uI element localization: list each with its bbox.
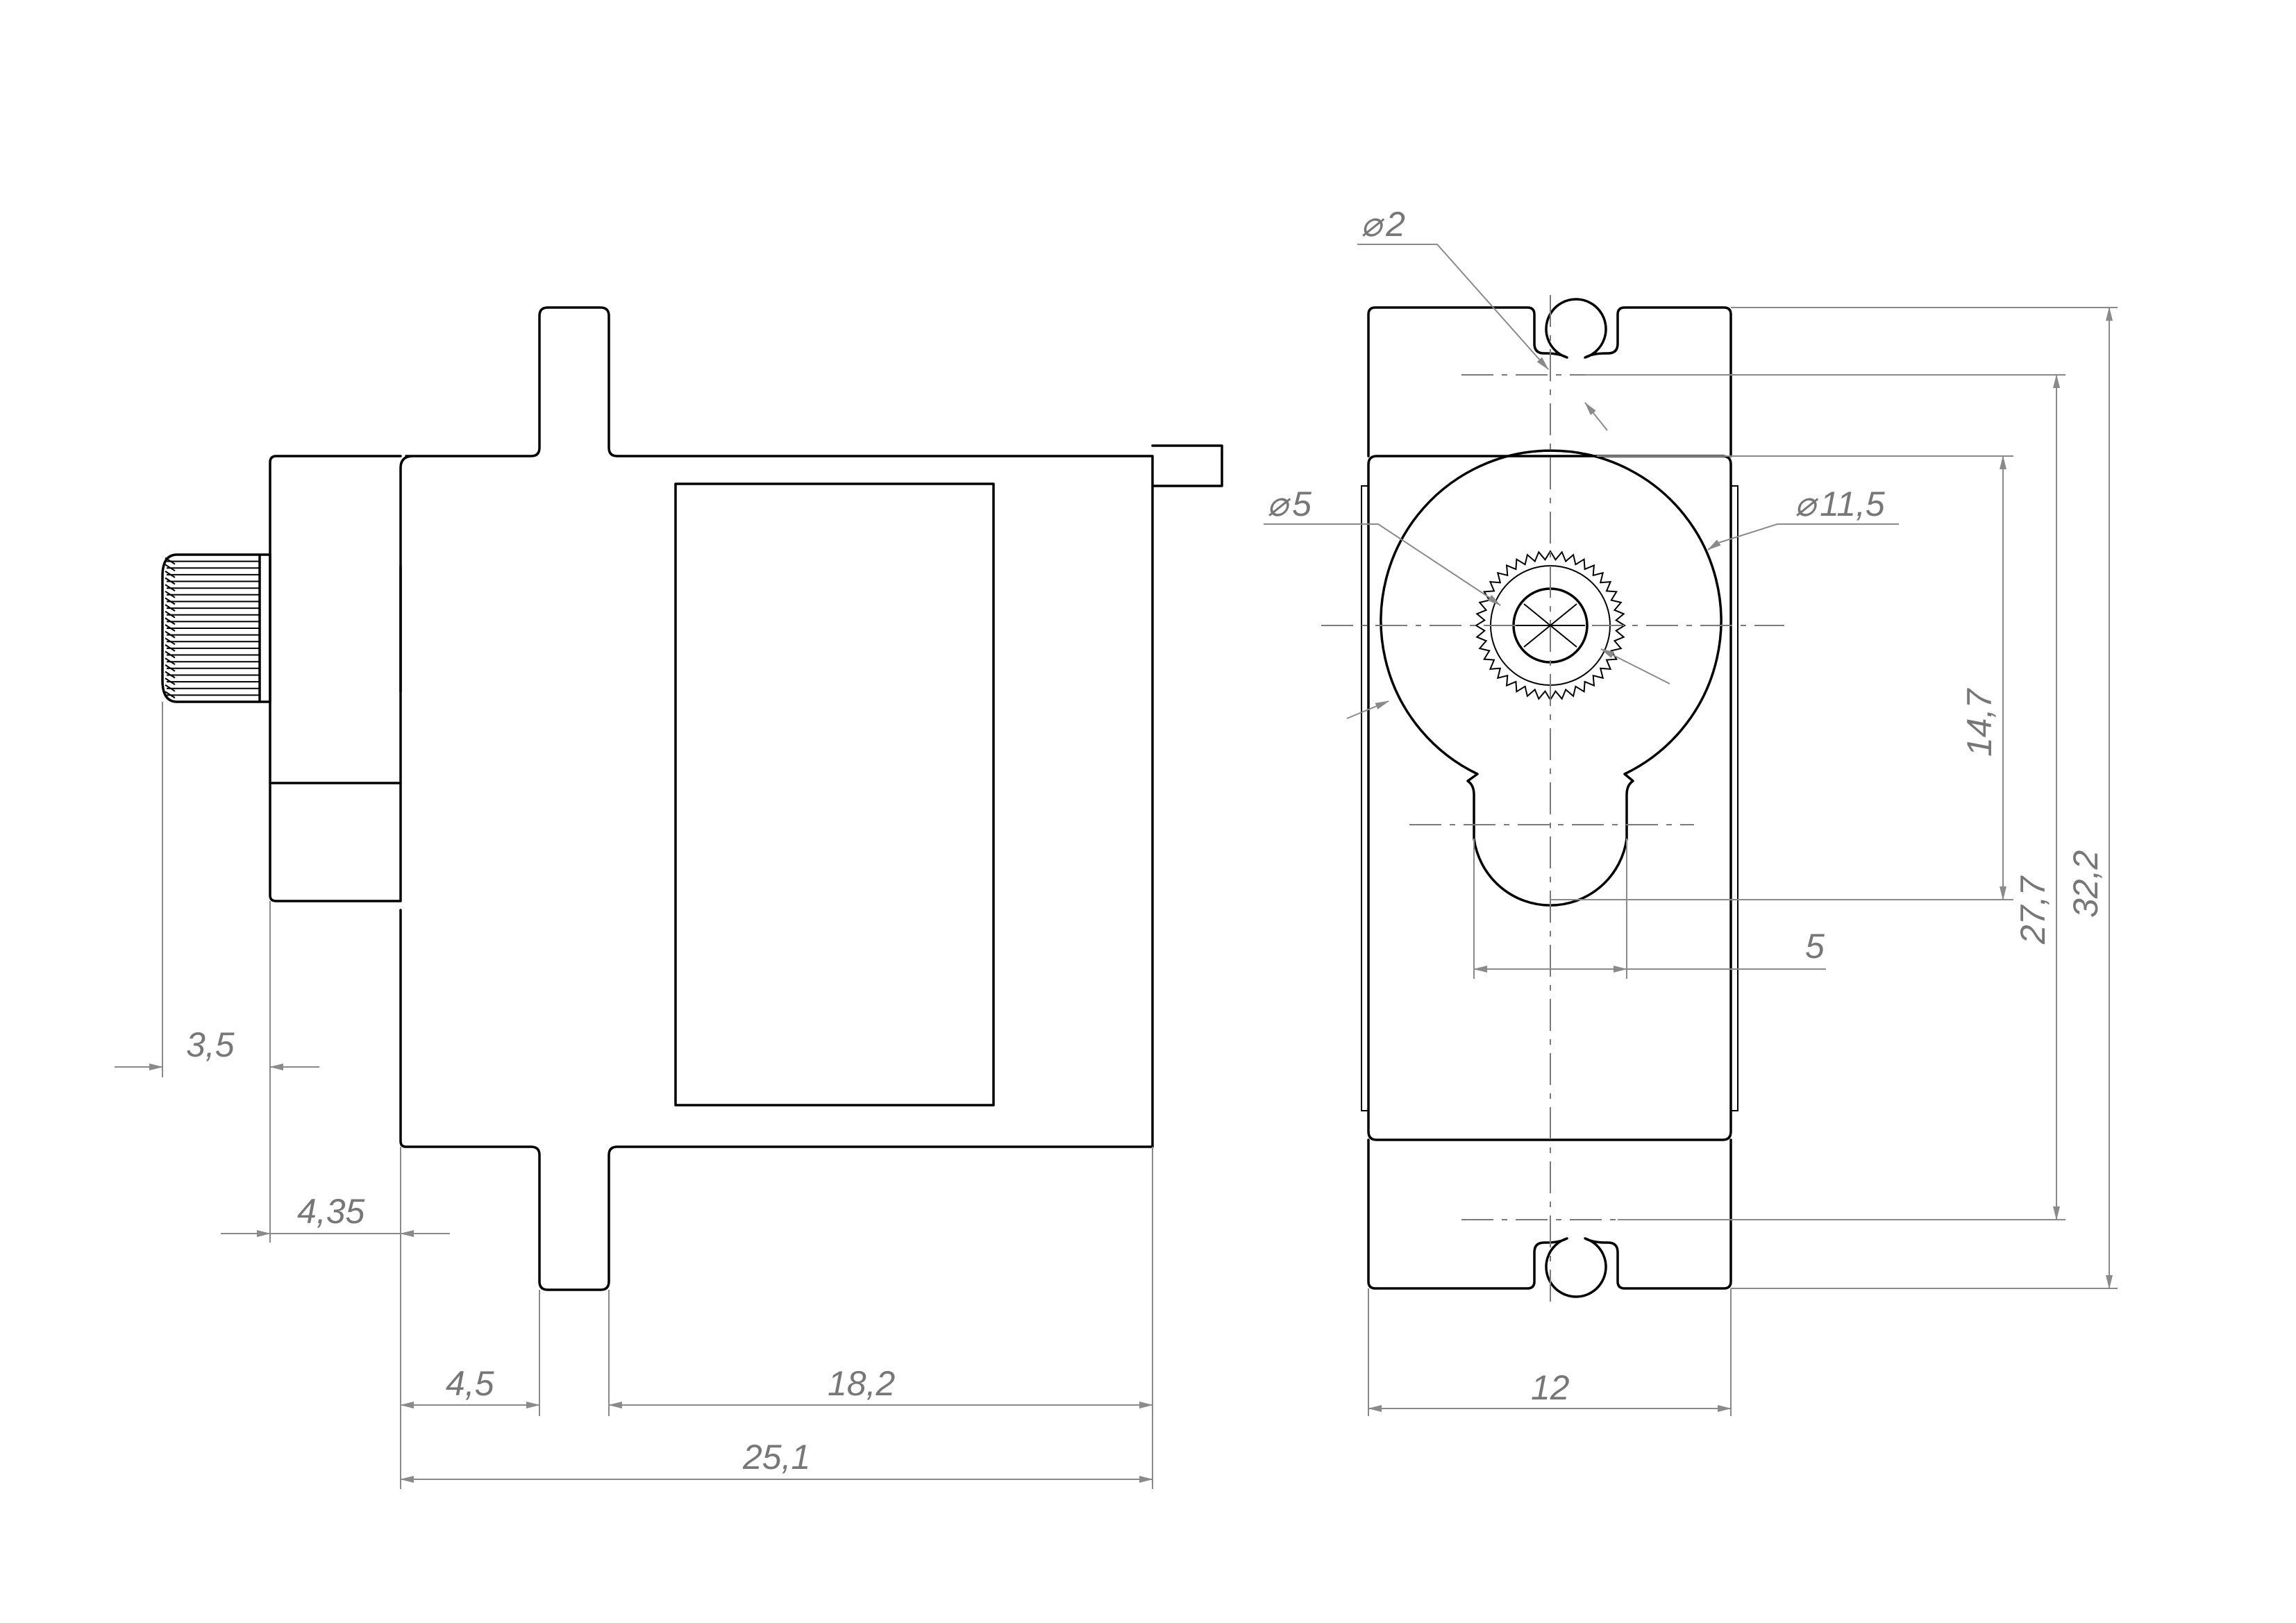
dimension-lines xyxy=(115,244,2118,1489)
front-top-tab xyxy=(1367,298,1732,457)
front-view xyxy=(1321,295,1784,1305)
spline-tooth-tip xyxy=(165,597,176,605)
spline-tooth-tip xyxy=(165,630,176,639)
spline-tooth-tip xyxy=(165,637,176,646)
spline-tooth-tip xyxy=(165,604,176,612)
dim-hole-diameter: ⌀2 xyxy=(1361,205,1405,244)
side-body-outline xyxy=(399,306,1154,1291)
dim-body-length: 18,2 xyxy=(828,1364,896,1403)
spline-tooth-tip xyxy=(165,650,176,659)
spline-tooth-tip xyxy=(165,577,176,585)
spline-tooth-tip xyxy=(165,557,176,565)
front-body-outline xyxy=(1367,455,1732,1141)
spline-tooth-tip xyxy=(165,664,176,672)
dim-total-length: 25,1 xyxy=(742,1438,810,1477)
dim-hole-spacing: 27,7 xyxy=(2013,875,2052,945)
spline-tooth-tip xyxy=(165,671,176,679)
dim-gear-diameter: ⌀11,5 xyxy=(1795,485,1885,523)
dim-spline-diameter: ⌀5 xyxy=(1267,485,1312,523)
spline-tooth-tip xyxy=(165,644,176,652)
spline-tooth-tip xyxy=(165,610,176,619)
spline-tooth-tip xyxy=(165,684,176,692)
side-wire-tab xyxy=(1151,444,1223,487)
side-view xyxy=(161,306,1223,1291)
side-label-window xyxy=(674,482,995,1107)
dim-tab-offset: 4,5 xyxy=(446,1364,494,1403)
side-output-spline xyxy=(161,553,271,703)
spline-tooth-tip xyxy=(165,584,176,592)
spline-tooth-tip xyxy=(165,590,176,598)
dim-shaft-height: 14,7 xyxy=(1960,687,1999,757)
spline-tooth-tip xyxy=(165,678,176,685)
spline-tooth-tip xyxy=(165,624,176,632)
spline-tooth-tip xyxy=(165,571,176,578)
dim-total-height: 32,2 xyxy=(2066,850,2105,918)
front-bottom-tab xyxy=(1367,1138,1732,1298)
spline-tooth-tip xyxy=(165,657,176,666)
spline-tooth-tip xyxy=(165,564,176,572)
dim-flange-offset: 4,35 xyxy=(297,1192,365,1231)
spline-tooth-tip xyxy=(165,617,176,625)
dim-spline-length: 3,5 xyxy=(186,1025,235,1064)
front-output-boss xyxy=(1380,449,1723,907)
dim-boss-width: 5 xyxy=(1805,927,1825,966)
side-front-flange xyxy=(269,455,402,902)
spline-teeth xyxy=(165,557,260,699)
dim-body-width: 12 xyxy=(1531,1368,1570,1407)
spline-tooth-tip xyxy=(165,691,176,699)
dimension-labels: 3,5 4,35 4,5 18,2 25,1 ⌀2 ⌀5 ⌀11,5 5 12 … xyxy=(186,205,2105,1477)
output-gear-teeth xyxy=(1475,550,1626,701)
